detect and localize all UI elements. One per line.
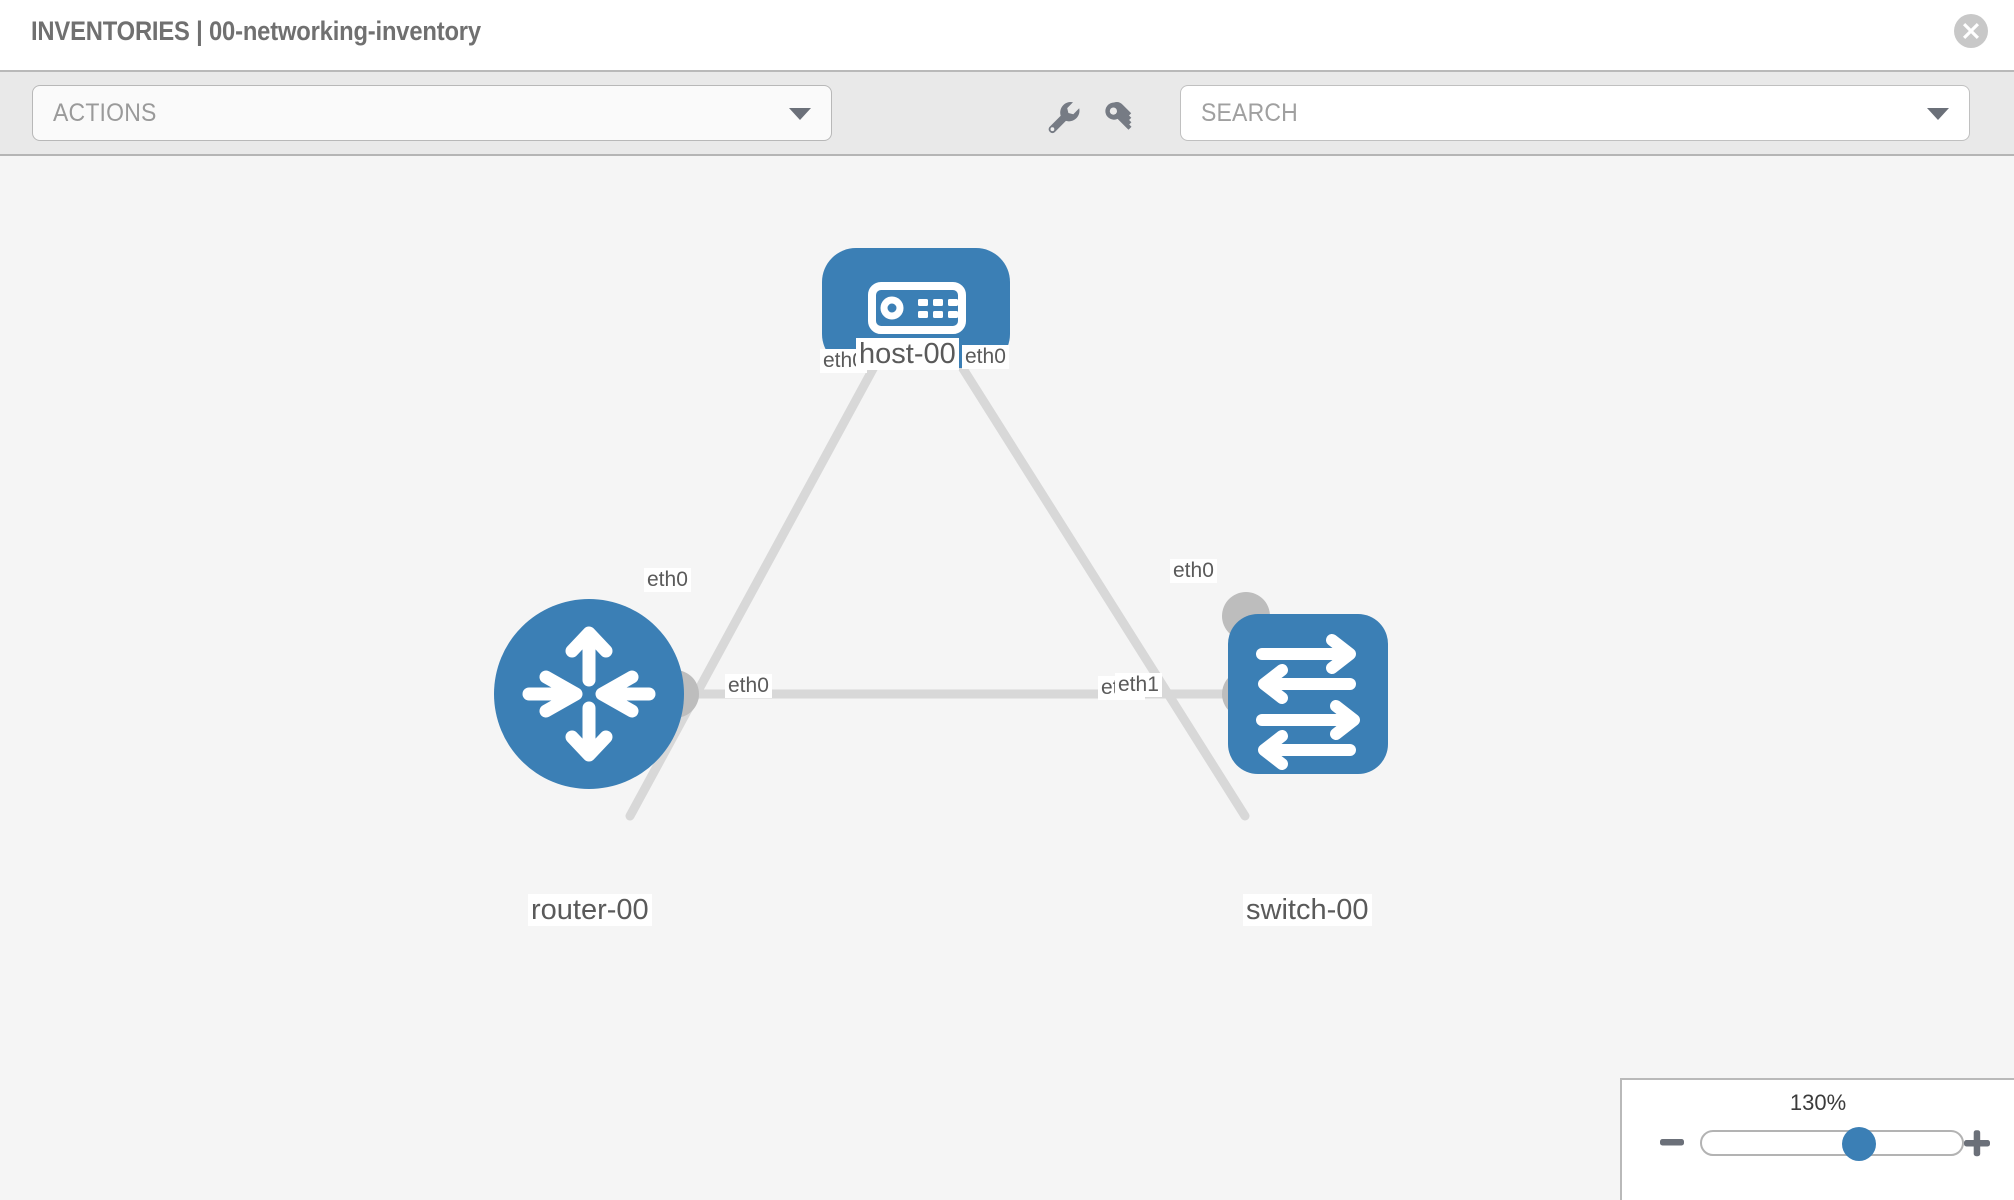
interface-label: eth0 (962, 345, 1009, 370)
node-switch-00[interactable] (1228, 614, 1388, 774)
server-chassis-icon (868, 282, 966, 334)
key-button[interactable] (1097, 94, 1141, 138)
close-icon (1963, 23, 1979, 39)
interface-label: eth0 (644, 568, 691, 593)
zoom-control-panel: 130% (1620, 1078, 2014, 1200)
zoom-out-button[interactable] (1658, 1128, 1686, 1161)
page-header: INVENTORIES | 00-networking-inventory (0, 0, 2014, 70)
actions-dropdown-label: ACTIONS (53, 99, 157, 127)
topology-links (625, 351, 1255, 821)
topology-canvas[interactable]: eth0 host-00 eth0 eth0 eth0 eth0 eth0 et… (0, 156, 2014, 1200)
key-icon (1105, 102, 1132, 130)
topology-connectors (651, 313, 1270, 718)
link-host-switch[interactable] (950, 351, 1250, 821)
actions-dropdown[interactable]: ACTIONS (32, 85, 832, 141)
chevron-down-icon (789, 108, 811, 120)
zoom-slider-thumb[interactable] (1842, 1127, 1877, 1161)
switch-arrows-icon (1256, 634, 1360, 770)
router-arrows-icon (522, 626, 656, 762)
zoom-slider-track[interactable] (1700, 1127, 1964, 1161)
search-input[interactable]: SEARCH (1180, 85, 1970, 141)
node-label-switch-00: switch-00 (1243, 894, 1372, 927)
search-placeholder: SEARCH (1201, 99, 1298, 127)
plus-icon (1964, 1130, 1990, 1157)
interface-label: eth1 (1115, 673, 1162, 698)
node-router-00[interactable] (494, 599, 684, 789)
zoom-in-button[interactable] (1962, 1128, 1992, 1163)
zoom-level-value: 130% (1789, 1090, 1847, 1115)
toolbar: ACTIONS SEARCH (0, 70, 2014, 156)
node-label-host-00: host-00 (856, 338, 959, 371)
interface-label: eth0 (1170, 559, 1217, 584)
close-button[interactable] (1954, 14, 1988, 48)
wrench-icon (1048, 101, 1080, 134)
wrench-button[interactable] (1040, 94, 1084, 138)
topology-graph (494, 248, 1388, 821)
page-title: INVENTORIES | 00-networking-inventory (31, 16, 481, 46)
interface-label: eth0 (725, 674, 772, 699)
chevron-down-icon (1927, 108, 1949, 120)
minus-icon (1660, 1139, 1684, 1146)
node-label-router-00: router-00 (528, 894, 652, 927)
